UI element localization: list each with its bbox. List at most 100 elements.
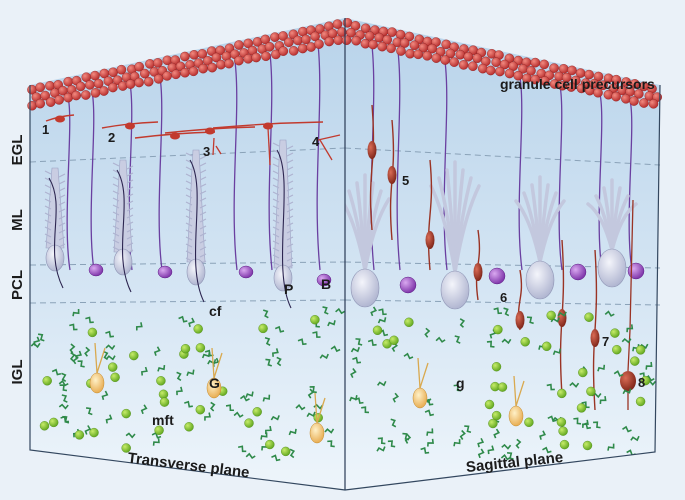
mossy-fiber-rosette <box>271 454 281 462</box>
dendrite-spine <box>44 198 52 203</box>
dendrite-spine <box>112 204 120 209</box>
granule-cell <box>156 376 166 386</box>
precursor-cell <box>171 69 181 80</box>
mossy-fiber-rosette <box>288 428 297 436</box>
mossy-fiber-rosette <box>477 448 485 459</box>
granule-cell <box>184 422 194 432</box>
precursor-cell <box>234 40 244 50</box>
granule-cell <box>630 356 640 366</box>
granule-cell <box>121 443 131 453</box>
dendrite-spine <box>286 201 294 206</box>
stage-label-2: 2 <box>108 130 115 145</box>
migrating-granule-cell <box>590 329 600 347</box>
precursor-cell <box>93 78 104 89</box>
mossy-fiber-rosette <box>349 395 358 402</box>
climbing-fiber <box>116 169 132 293</box>
precursor-cell <box>396 46 406 56</box>
granule-cell <box>389 335 399 345</box>
precursor-cell <box>283 37 294 48</box>
precursor-cell <box>530 74 541 85</box>
mossy-fiber-rosette <box>265 425 272 435</box>
dendrite-spine <box>199 162 207 167</box>
dendrite-spine <box>44 212 52 217</box>
granule-cell <box>584 312 594 322</box>
migrating-granule-cell <box>473 263 483 281</box>
dendrite-spine <box>112 246 120 251</box>
golgi-dendrite <box>94 342 106 374</box>
radial-glial-fiber <box>443 61 448 271</box>
dendrite-spine <box>58 222 66 227</box>
precursor-cell <box>45 97 56 107</box>
precursor-cell <box>351 35 362 46</box>
precursor-cell <box>180 51 190 62</box>
dendrite-spine <box>272 240 280 245</box>
climbing-fiber <box>48 177 64 289</box>
precursor-cell <box>405 48 415 59</box>
precursor-cell <box>35 98 46 109</box>
dendrite-spine <box>126 221 134 226</box>
precursor-cell <box>153 74 164 84</box>
label-basket: B <box>321 276 331 292</box>
precursor-cell <box>71 90 81 101</box>
granule-cell <box>310 315 320 325</box>
granule-cell <box>193 324 203 334</box>
granule-cell <box>42 376 52 386</box>
dendrite-spine <box>185 257 193 262</box>
granule-cell <box>635 345 646 355</box>
precursor-cell <box>445 48 456 59</box>
label-golgi: G <box>209 375 220 391</box>
stage-label-6: 6 <box>500 290 507 305</box>
precursor-cell <box>108 82 118 93</box>
mossy-fiber-rosette <box>546 383 555 391</box>
radial-glial-fiber <box>90 91 95 271</box>
precursor-cell <box>530 57 541 68</box>
precursor-cell <box>288 46 299 56</box>
mossy-fiber-rosette <box>573 417 582 425</box>
precursor-cell <box>90 70 100 81</box>
precursor-cell <box>427 43 438 54</box>
mossy-fiber-rosette <box>459 429 466 440</box>
dendrite-spine <box>58 194 66 199</box>
mature-granule-cell <box>620 371 636 391</box>
precursor-cell <box>611 91 621 102</box>
mossy-fiber-rosette <box>378 308 387 316</box>
basket-cell <box>488 267 506 285</box>
dendrite-spine <box>272 198 280 203</box>
dendrite-spine <box>185 173 193 178</box>
dendrite-spine <box>112 183 120 188</box>
dendrite-spine <box>58 201 66 206</box>
precursor-cell <box>152 58 163 68</box>
granule-cell <box>491 410 502 421</box>
dendrite-spine <box>286 145 294 150</box>
dendrite-spine <box>199 190 207 195</box>
dendrite-spine <box>272 247 280 252</box>
dendrite-spine <box>199 155 207 160</box>
granule-cell <box>180 344 191 354</box>
dendrite-spine <box>126 235 134 240</box>
mossy-fiber-rosette <box>225 404 234 412</box>
dendrite-spine <box>199 176 207 181</box>
precursor-cell <box>116 64 127 75</box>
precursor-cell <box>598 80 608 90</box>
purkinje-dendritic-fan <box>363 197 391 272</box>
precursor-cell <box>54 95 64 105</box>
mossy-fiber-rosette <box>486 340 495 348</box>
mossy-fiber-rosette <box>61 394 68 403</box>
dendrite-spine <box>286 208 294 213</box>
purkinje-soma <box>525 260 555 300</box>
mossy-fiber-rosette <box>141 366 148 376</box>
stage-label-5: 5 <box>402 173 409 188</box>
mossy-fiber-rosette <box>72 309 80 317</box>
dendrite-spine <box>272 219 280 224</box>
mossy-fiber-rosette <box>352 356 362 364</box>
golgi-dendrite <box>211 347 223 379</box>
dendrite-spine <box>272 254 280 259</box>
mossy-fiber-rosette <box>613 370 624 377</box>
dendrite-spine <box>185 187 193 192</box>
granule-cell <box>542 341 552 351</box>
dendrite-spine <box>286 166 294 171</box>
mossy-fiber-rosette <box>477 437 485 448</box>
dendrite-spine <box>112 197 120 202</box>
precursor-cell <box>324 36 335 47</box>
precursor-cell <box>333 35 344 46</box>
